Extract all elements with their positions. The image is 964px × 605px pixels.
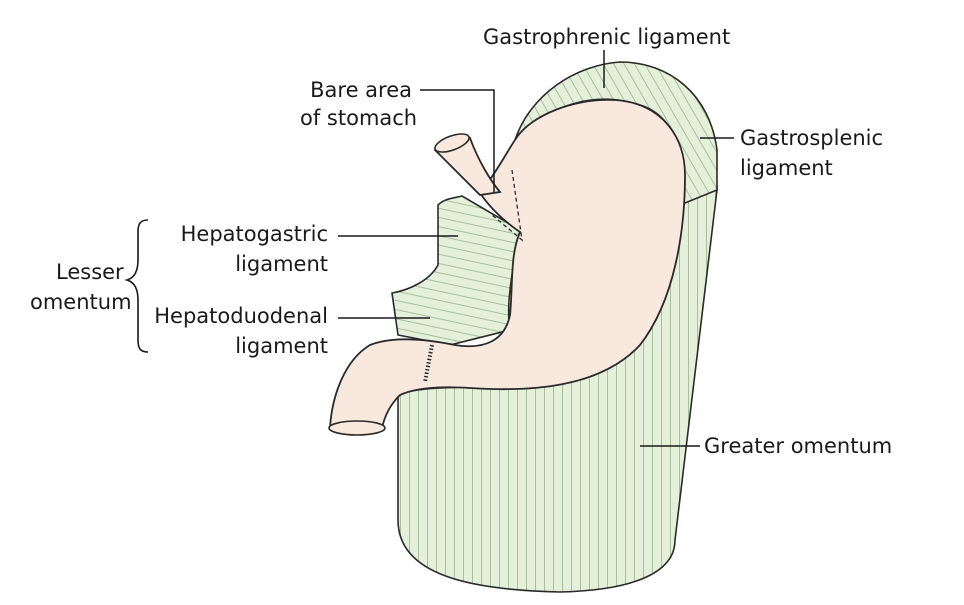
label-lesser-omentum-line1: Lesser <box>56 260 124 284</box>
label-hepatoduodenal-line2: ligament <box>235 334 328 358</box>
lesser-omentum-shape <box>391 195 521 346</box>
label-bare-area-line2: of stomach <box>300 106 418 130</box>
label-bare-area-line1: Bare area <box>310 78 412 102</box>
lesser-omentum-brace <box>124 219 149 353</box>
pylorus-marking <box>423 344 434 383</box>
label-gastrosplenic-line1: Gastrosplenic <box>740 126 884 150</box>
label-lesser-omentum-line2: omentum <box>30 290 132 314</box>
stomach-shape <box>329 99 686 429</box>
label-gastrosplenic-line2: ligament <box>740 156 833 180</box>
label-hepatogastric-line2: ligament <box>235 252 328 276</box>
label-hepatogastric-line1: Hepatogastric <box>180 222 328 246</box>
label-hepatoduodenal-line1: Hepatoduodenal <box>154 304 328 328</box>
bare-area-outline <box>491 169 523 242</box>
esophagus-opening <box>434 133 470 153</box>
label-greater-omentum: Greater omentum <box>704 434 893 458</box>
label-gastrophrenic-ligament: Gastrophrenic ligament <box>483 25 731 49</box>
duodenum-opening <box>328 420 386 436</box>
leader-bare-area <box>420 89 495 192</box>
